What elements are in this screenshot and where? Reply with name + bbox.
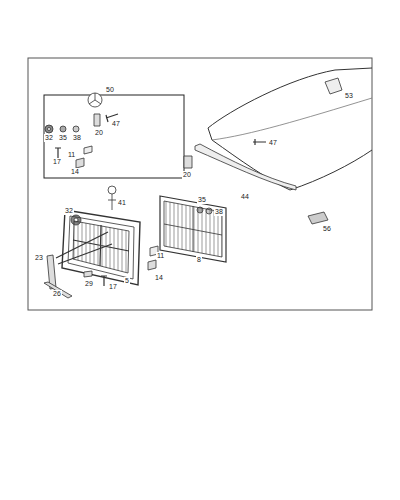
callout-number: 50 — [105, 86, 115, 94]
callout-number: 38 — [214, 208, 224, 216]
callout-number: 47 — [268, 139, 278, 147]
callout-number: 20 — [94, 129, 104, 137]
callout-number: 14 — [154, 274, 164, 282]
callout-number: 32 — [44, 134, 54, 142]
callout-number: 41 — [117, 199, 127, 207]
callout-number: 14 — [70, 168, 80, 176]
callout-number: 11 — [67, 151, 76, 159]
callout-number: 44 — [240, 193, 250, 201]
callout-number: 38 — [72, 134, 82, 142]
callout-number: 20 — [182, 171, 192, 179]
callout-number: 17 — [108, 283, 118, 291]
callout-number: 11 — [156, 252, 165, 260]
callout-number: 35 — [197, 196, 207, 204]
callout-number: 32 — [64, 207, 74, 215]
callout-number: 5 — [124, 277, 130, 285]
callout-number: 35 — [58, 134, 68, 142]
callout-number: 53 — [344, 92, 354, 100]
callout-number: 17 — [52, 158, 62, 166]
callout-number: 26 — [52, 290, 62, 298]
callout-number: 56 — [322, 225, 332, 233]
callout-number: 29 — [84, 280, 94, 288]
callout-number: 23 — [34, 254, 44, 262]
callout-number: 8 — [196, 256, 202, 264]
callout-number: 47 — [111, 120, 121, 128]
